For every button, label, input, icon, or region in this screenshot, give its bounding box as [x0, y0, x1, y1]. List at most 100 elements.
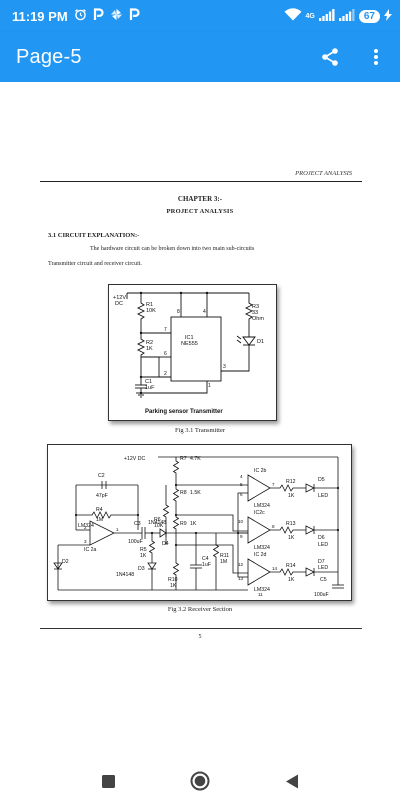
c3-label: C3	[134, 521, 141, 527]
r12-value: 1K	[288, 493, 295, 499]
d6-label: D6	[318, 535, 325, 541]
signal-icon	[318, 8, 335, 24]
r3-label: R3	[252, 304, 259, 310]
back-triangle-icon	[286, 774, 298, 788]
share-button[interactable]	[318, 45, 342, 69]
c5-label: C5	[320, 577, 327, 583]
alarm-icon	[74, 8, 87, 24]
share-icon	[322, 48, 338, 66]
ic1-label: IC1	[185, 335, 194, 341]
home-button[interactable]	[188, 769, 212, 793]
pin-a1-label: 1	[116, 527, 119, 532]
pin-4-label: 4	[240, 474, 243, 479]
notification-icons	[74, 8, 141, 24]
d6-value: LED	[318, 542, 328, 548]
c2-value: 47pF	[96, 493, 108, 499]
more-options-button[interactable]	[364, 45, 388, 69]
ic2b-label: IC 2b	[254, 468, 267, 474]
status-time: 11:19 PM	[12, 8, 68, 24]
receiver-schematic: +12V DC R7 4.7K R8 1.5K R6 10K R9 1K R10…	[47, 444, 352, 601]
supply-label: +12V	[113, 295, 126, 301]
more-vert-icon	[374, 49, 378, 65]
ic2a-part: LM324	[78, 523, 94, 529]
c1-value: 1uF	[145, 385, 155, 391]
ic2c-label: IC2c	[254, 510, 265, 516]
pin-7-label: 7	[272, 482, 275, 487]
r1-value: 10K	[146, 308, 156, 314]
chapter-title: PROJECT ANALYSIS	[166, 208, 234, 215]
d7-label: D7	[318, 559, 325, 565]
c3-value: 100uF	[128, 539, 143, 545]
r6-label: R6	[154, 517, 161, 523]
d5-label: D5	[318, 477, 325, 483]
recents-button[interactable]	[96, 769, 120, 793]
d3-part: 1N4148	[116, 572, 134, 578]
ic2a-label: IC 2a	[84, 547, 97, 553]
r7-value: 4.7K	[190, 456, 201, 462]
transmitter-circuit-diagram: +12V DC R1 10K R2 1K R3 33 Ohm IC1 NE555…	[113, 291, 264, 415]
r9-label: R9	[180, 521, 187, 527]
d1-label: D1	[257, 339, 264, 345]
battery-level: 67	[358, 9, 380, 23]
pin-11-label: 11	[258, 592, 263, 597]
pin-14-label: 14	[272, 566, 278, 571]
page-number: 5	[198, 634, 202, 640]
section-heading: 3.1 CIRCUIT EXPLANATION:-	[48, 232, 140, 239]
d4-part: 1N4148	[148, 520, 166, 526]
paragraph-line-1: The hardware circuit can be broken down …	[90, 246, 255, 252]
pin-6-label: 6	[164, 351, 167, 357]
network-type-label: 4G	[305, 12, 315, 20]
back-button[interactable]	[280, 769, 304, 793]
r11-value: 1M	[220, 559, 227, 565]
figure-2-caption: Fig 3.2 Receiver Section	[167, 606, 233, 613]
r6-value: 10K	[154, 523, 164, 529]
r3-value: 33	[252, 310, 258, 316]
pin-12-label: 12	[238, 562, 244, 567]
pin-9-label: 9	[240, 534, 243, 539]
charging-bolt-icon	[384, 8, 392, 24]
r3-unit: Ohm	[252, 316, 264, 322]
d3-label: D3	[138, 566, 145, 572]
running-header: PROJECT ANALYSIS	[295, 170, 352, 177]
ic2c-part: LM324	[254, 545, 270, 551]
r7-label: R7	[180, 456, 187, 462]
figure-1-caption: Fig 3.1 Transmitter	[174, 427, 226, 434]
navigation-bar	[0, 762, 400, 800]
pin-8-label: 8	[272, 524, 275, 529]
r11-label: R11	[220, 553, 229, 559]
ic2b-part: LM324	[254, 503, 270, 509]
p-app-icon	[128, 8, 141, 24]
transmitter-schematic: +12V DC R1 10K R2 1K R3 33 Ohm IC1 NE555…	[108, 284, 277, 421]
c5-value: 100uF	[314, 592, 329, 598]
paragraph-line-2: Transmitter circuit and receiver circuit…	[48, 261, 142, 267]
r1-label: R1	[146, 302, 153, 308]
chapter-heading: CHAPTER 3:-	[177, 195, 223, 203]
d5-value: LED	[318, 493, 328, 499]
c2-label: C2	[98, 473, 105, 479]
r13-value: 1K	[288, 535, 295, 541]
pin-a2-label: 2	[84, 525, 87, 530]
app-bar: Page-5	[0, 32, 400, 82]
supply-label: +12V DC	[124, 456, 145, 462]
r8-value: 1.5K	[190, 490, 201, 496]
footer-rule	[40, 628, 362, 629]
r2-value: 1K	[146, 346, 153, 352]
pin-3-label: 3	[223, 364, 226, 370]
app-bar-actions	[318, 45, 388, 69]
status-bar: 11:19 PM 4G	[0, 0, 400, 32]
r5-label: R5	[140, 547, 147, 553]
recents-square-icon	[101, 774, 115, 788]
pin-4-label: 4	[203, 309, 206, 315]
c4-label: C4	[202, 556, 209, 562]
receiver-circuit-diagram: +12V DC R7 4.7K R8 1.5K R6 10K R9 1K R10…	[53, 456, 344, 598]
document-page[interactable]: PROJECT ANALYSIS CHAPTER 3:- PROJECT ANA…	[0, 82, 400, 762]
home-circle-icon	[190, 771, 210, 791]
pin-a3-label: 3	[84, 539, 87, 544]
pinwheel-icon	[110, 8, 123, 24]
pin-2-label: 2	[164, 371, 167, 377]
pin-13-label: 13	[238, 576, 244, 581]
r14-value: 1K	[288, 577, 295, 583]
r14-label: R14	[286, 563, 296, 569]
ic1-part: NE555	[181, 341, 198, 347]
